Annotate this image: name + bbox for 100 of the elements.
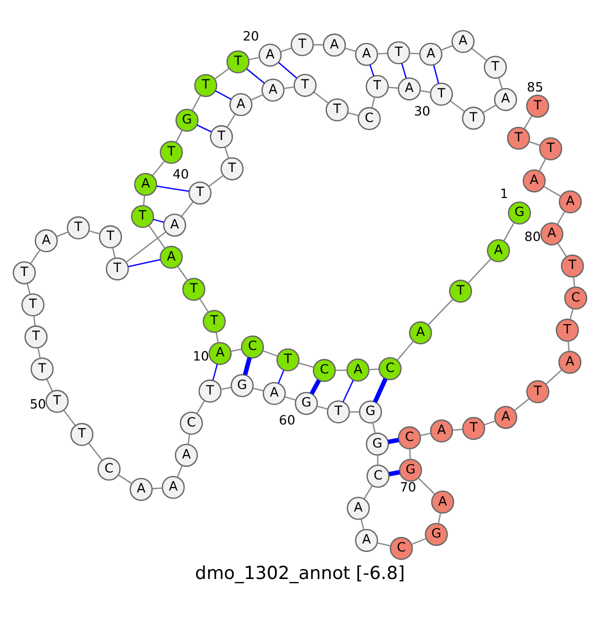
connector xyxy=(26,284,31,294)
node-circle: T xyxy=(220,157,244,180)
connector xyxy=(364,485,373,500)
connector xyxy=(176,130,183,143)
node-circle: T xyxy=(66,216,90,240)
node-circle: A xyxy=(494,88,518,112)
connector xyxy=(246,68,265,84)
connector xyxy=(317,406,328,410)
connector xyxy=(278,370,284,384)
node-circle: C xyxy=(240,335,264,359)
connector xyxy=(220,386,232,390)
node-circle: T xyxy=(326,98,349,122)
connector xyxy=(196,400,206,414)
connector xyxy=(298,362,314,368)
node-label: 1 xyxy=(500,187,508,202)
connector xyxy=(344,48,356,52)
connector xyxy=(33,316,36,326)
connector xyxy=(37,348,41,358)
connector xyxy=(216,332,219,343)
connector xyxy=(568,341,570,352)
connector xyxy=(388,470,400,476)
connector xyxy=(280,47,292,52)
node-circle: G xyxy=(366,432,389,456)
node-circle: T xyxy=(130,204,154,228)
node-circle: A xyxy=(160,246,183,269)
connector xyxy=(187,434,190,445)
connector xyxy=(46,378,54,392)
node-circle: C xyxy=(390,536,413,560)
node-circle: T xyxy=(106,257,129,280)
connector xyxy=(468,258,492,284)
node-circle: T xyxy=(326,400,350,424)
connector xyxy=(452,428,463,431)
node-circle: A xyxy=(354,42,378,66)
node-circle: T xyxy=(526,380,550,404)
node-circle: A xyxy=(262,382,286,406)
node-circle: T xyxy=(276,348,300,372)
node-circle: C xyxy=(564,286,588,310)
node-circle: T xyxy=(484,56,507,79)
connector xyxy=(545,370,562,385)
node-circle: A xyxy=(134,172,158,196)
connector xyxy=(397,340,414,360)
connector xyxy=(88,442,103,461)
node-circle: A xyxy=(346,358,370,382)
connector xyxy=(372,422,376,434)
node-circle: A xyxy=(346,496,370,520)
node-circle: A xyxy=(174,444,198,467)
connector xyxy=(153,218,164,223)
connector xyxy=(514,398,530,411)
node-circle: T xyxy=(30,358,54,381)
node-circle: T xyxy=(366,74,389,98)
connector xyxy=(242,356,252,376)
connector xyxy=(484,420,496,426)
node-circle: A xyxy=(162,476,185,499)
connector xyxy=(181,201,194,217)
connector xyxy=(214,68,230,80)
node-circle: C xyxy=(312,358,336,382)
node-circle: A xyxy=(34,229,58,252)
connector xyxy=(230,348,242,352)
connector xyxy=(314,92,329,104)
connector xyxy=(409,448,411,460)
node-circle: A xyxy=(130,478,153,501)
connector xyxy=(152,487,162,490)
node-circle: A xyxy=(558,190,582,214)
node-circle: A xyxy=(522,169,546,192)
connector xyxy=(369,368,379,370)
connector xyxy=(411,538,426,545)
node-circle: A xyxy=(419,42,442,66)
node-circle: T xyxy=(430,82,453,106)
node-circle: T xyxy=(539,137,562,160)
connector xyxy=(313,44,324,46)
node-circle: G xyxy=(424,522,448,546)
connector xyxy=(192,95,201,111)
connector xyxy=(498,78,503,90)
connector xyxy=(360,519,364,530)
connector xyxy=(335,370,347,371)
node-circle: A xyxy=(430,419,454,442)
node-circle: A xyxy=(486,239,510,262)
connector xyxy=(428,298,454,326)
connector xyxy=(482,104,496,114)
node-label: 20 xyxy=(242,29,260,44)
connector xyxy=(212,364,218,380)
node-circle: A xyxy=(229,93,252,116)
connector xyxy=(284,396,296,401)
connector xyxy=(378,52,388,54)
node-circle: T xyxy=(462,106,486,130)
node-circle: T xyxy=(202,310,226,333)
connector xyxy=(524,115,533,130)
node-circle: A xyxy=(408,321,432,344)
node-circle: A xyxy=(540,222,564,246)
node-circle: T xyxy=(226,50,250,74)
node-label: 80 xyxy=(524,230,541,245)
node-label: 70 xyxy=(400,480,416,496)
connector xyxy=(556,211,566,225)
node-circle: A xyxy=(398,77,421,100)
node-circle: T xyxy=(560,254,584,278)
node-circle: C xyxy=(358,107,381,130)
node-label: 40 xyxy=(172,167,189,182)
connector xyxy=(440,45,453,51)
connector xyxy=(142,195,146,206)
node-circle: G xyxy=(175,108,199,132)
